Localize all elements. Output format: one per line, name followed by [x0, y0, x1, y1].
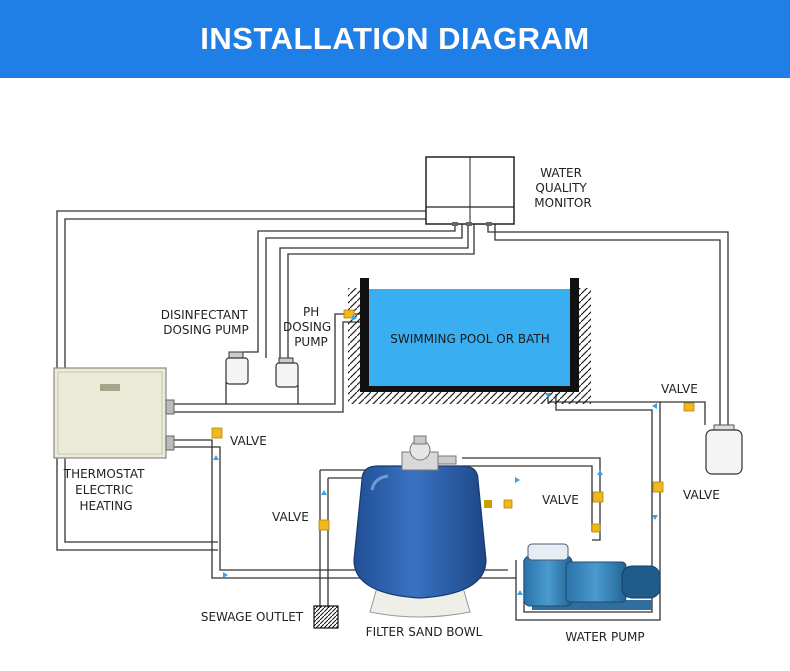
- right-container: [705, 424, 743, 475]
- pool-label: SWIMMING POOL OR BATH: [390, 332, 549, 346]
- page-title: INSTALLATION DIAGRAM: [200, 21, 590, 56]
- heater-label: THERMOSTAT ELECTRIC HEATING: [63, 467, 149, 513]
- filter-sand-bowl-label: FILTER SAND BOWL: [366, 625, 483, 639]
- flow-arrow: [515, 477, 520, 483]
- valve-heater-label: VALVE: [230, 434, 267, 448]
- monitor-label: WATER QUALITY MONITOR: [534, 166, 591, 210]
- thermostat-heater: [53, 367, 175, 459]
- valve-middle-label: VALVE: [542, 493, 579, 507]
- sewage-outlet-label: SEWAGE OUTLET: [201, 610, 304, 624]
- ph-dosing-pump: [275, 357, 299, 388]
- water-quality-monitor: [425, 156, 515, 226]
- valve-sewage-label: VALVE: [272, 510, 309, 524]
- valve-right-upper-icon: [683, 402, 695, 412]
- flow-arrow: [652, 403, 657, 409]
- valve-heater-icon: [211, 427, 223, 439]
- valve-right-lower-label: VALVE: [683, 488, 720, 502]
- flow-arrow: [517, 590, 523, 595]
- flow-arrow: [223, 572, 228, 578]
- ph-pump-label: PH DOSING PUMP: [283, 305, 335, 349]
- valve-pump-icon: [591, 523, 601, 533]
- valves: [211, 309, 695, 533]
- flow-arrow: [652, 515, 658, 520]
- flow-arrows: [213, 315, 658, 595]
- flow-arrow: [213, 455, 219, 460]
- water-pump: [523, 543, 661, 610]
- flow-arrow: [321, 490, 327, 495]
- valve-filter-icon: [503, 499, 513, 509]
- valve-sewage-icon: [318, 519, 330, 531]
- sewage-outlet: [313, 605, 339, 629]
- disinfectant-pump-label: DISINFECTANT DOSING PUMP: [161, 308, 252, 337]
- disinfectant-dosing-pump: [225, 351, 249, 385]
- flow-arrow: [545, 393, 551, 398]
- valve-right-lower-icon: [652, 481, 664, 493]
- water-pump-label: WATER PUMP: [565, 630, 644, 644]
- valve-right-upper-label: VALVE: [661, 382, 698, 396]
- filter-sand-bowl: [353, 435, 492, 618]
- flow-arrow: [597, 470, 603, 475]
- valve-pool-inlet-icon: [343, 309, 355, 319]
- header-banner: INSTALLATION DIAGRAM: [0, 0, 790, 78]
- flow-arrow: [352, 315, 357, 321]
- valve-middle-icon: [592, 491, 604, 503]
